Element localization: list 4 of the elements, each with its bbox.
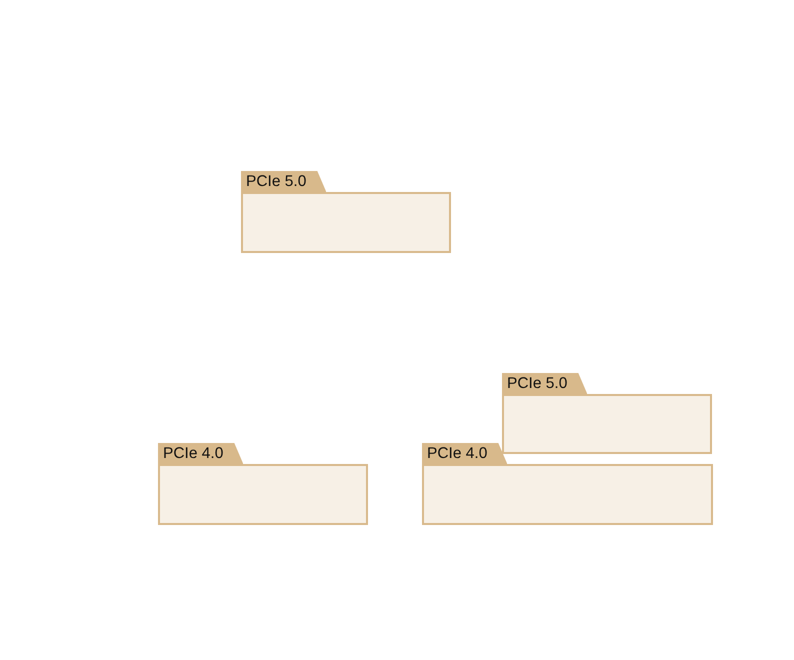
tab-label: PCIe 4.0	[422, 443, 508, 464]
tab-label: PCIe 4.0	[158, 443, 244, 464]
tab-label: PCIe 5.0	[502, 373, 588, 394]
tab-label: PCIe 5.0	[241, 171, 326, 192]
